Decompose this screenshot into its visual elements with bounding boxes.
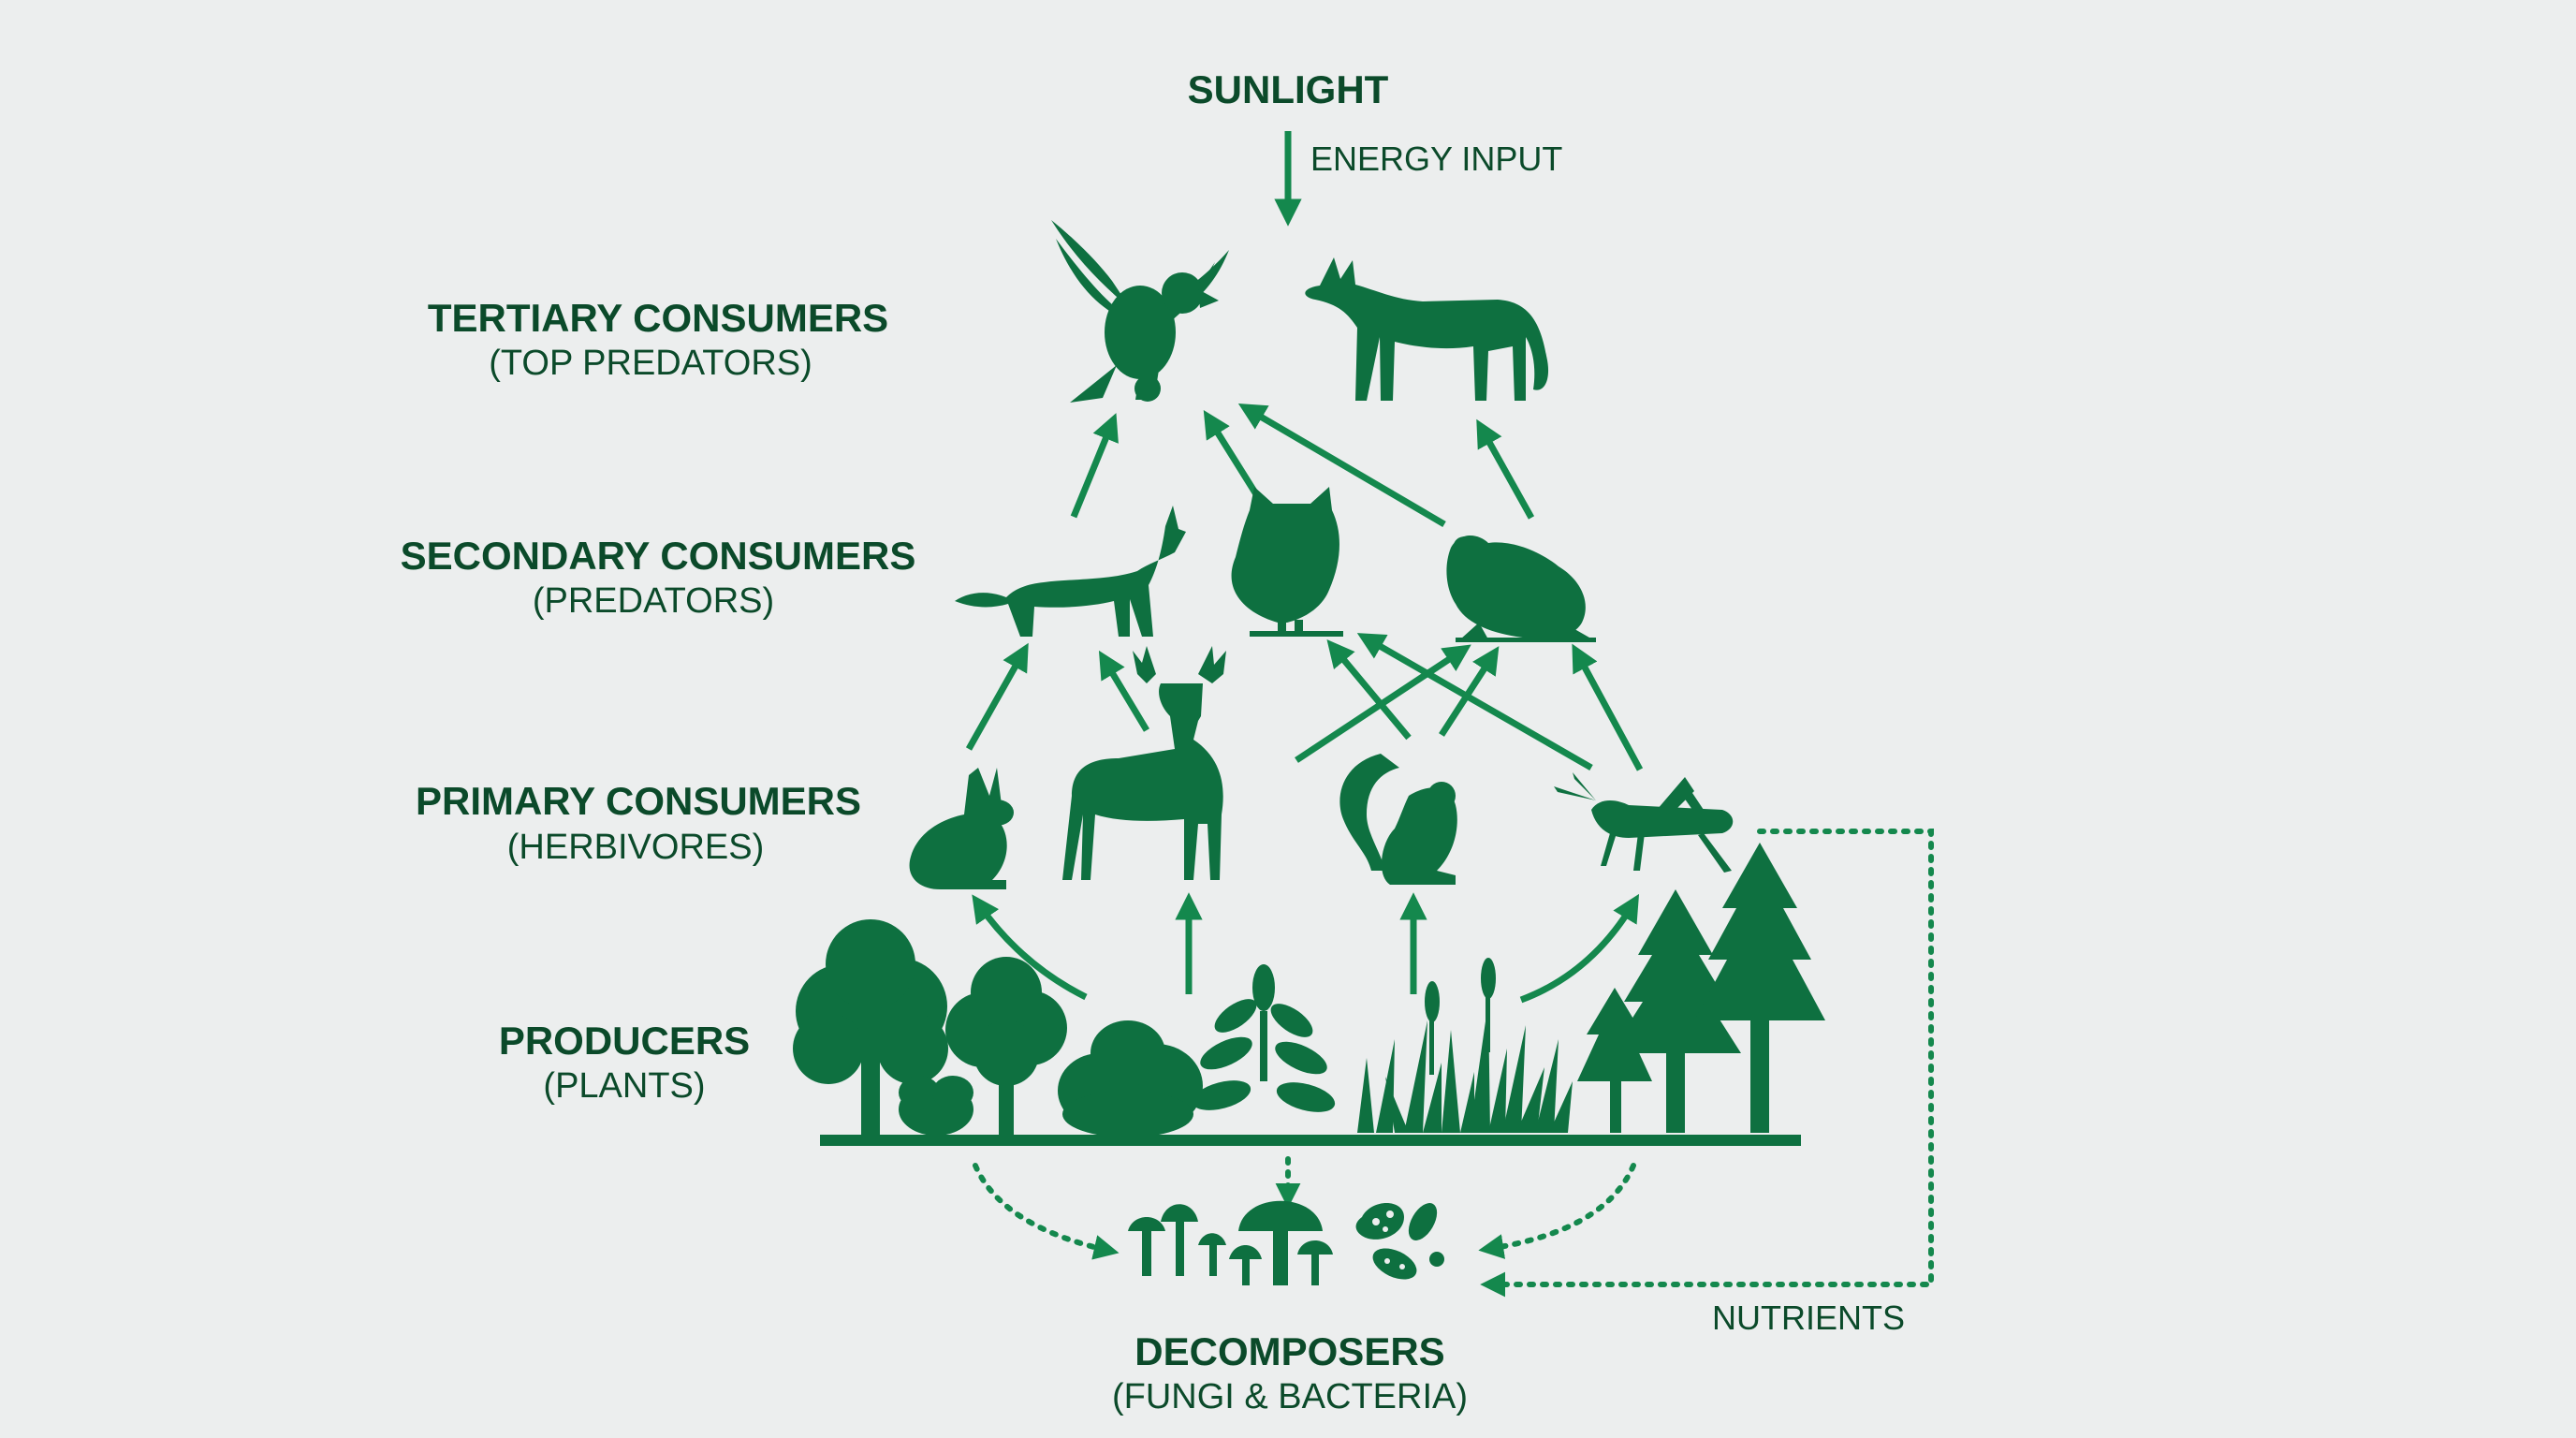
bush-icon bbox=[1058, 1020, 1203, 1137]
energy-flow-arrows bbox=[965, 131, 1644, 1004]
frog-to-wolf-arrow bbox=[1476, 418, 1535, 520]
fox-to-eagle-arrow bbox=[1070, 413, 1119, 519]
shrub-icon bbox=[899, 1076, 973, 1136]
level-labels: TERTIARY CONSUMERS (TOP PREDATORS) SECON… bbox=[401, 296, 916, 1106]
producers-title: PRODUCERS bbox=[499, 1019, 750, 1063]
secondary-subtitle: (PREDATORS) bbox=[533, 581, 774, 621]
deciduous-tree-small-icon bbox=[945, 957, 1067, 1142]
tertiary-subtitle: (TOP PREDATORS) bbox=[489, 344, 812, 383]
primary-subtitle: (HERBIVORES) bbox=[507, 828, 764, 867]
squirrel-icon bbox=[1339, 754, 1457, 885]
trees-to-bacteria-dotted bbox=[1478, 1163, 1636, 1259]
nutrients-label: NUTRIENTS bbox=[1712, 1299, 1905, 1337]
frog-to-eagle-arrow bbox=[1237, 404, 1446, 528]
mushroom-icon bbox=[1128, 1204, 1226, 1276]
eagle-icon bbox=[1051, 220, 1229, 403]
bacteria-icon bbox=[1355, 1203, 1444, 1280]
ground-line bbox=[820, 1135, 1801, 1146]
decomposers-title: DECOMPOSERS bbox=[1134, 1329, 1444, 1373]
plants-to-rabbit-arrow bbox=[972, 894, 1088, 1001]
primary-title: PRIMARY CONSUMERS bbox=[416, 779, 861, 823]
producers-to-fungi-dotted bbox=[973, 1163, 1120, 1260]
mushroom-group-icon bbox=[1229, 1200, 1333, 1285]
wolf-icon bbox=[1305, 257, 1549, 401]
pine-tree-icon bbox=[1577, 843, 1825, 1133]
grasshopper-icon bbox=[1554, 772, 1734, 873]
plants-to-grasshopper-arrow bbox=[1519, 893, 1640, 1004]
owl-to-eagle-arrow bbox=[1203, 410, 1259, 496]
rabbit-icon bbox=[909, 768, 1014, 889]
grass-icon bbox=[1357, 958, 1573, 1133]
tertiary-title: TERTIARY CONSUMERS bbox=[428, 296, 888, 340]
deer-icon bbox=[1062, 646, 1226, 880]
squirrel-to-owl-arrow bbox=[1326, 638, 1412, 741]
fern-icon bbox=[1192, 964, 1336, 1112]
deer-to-fox-arrow bbox=[1098, 650, 1150, 732]
owl-icon bbox=[1231, 487, 1343, 637]
frog-icon bbox=[1446, 535, 1596, 642]
producers-subtitle: (PLANTS) bbox=[543, 1066, 705, 1106]
fox-icon bbox=[955, 506, 1186, 637]
decomposers-subtitle: (FUNGI & BACTERIA) bbox=[1112, 1377, 1468, 1416]
grasshopper-to-owl-arrow bbox=[1356, 633, 1593, 771]
decomposer-labels: DECOMPOSERS (FUNGI & BACTERIA) bbox=[1112, 1329, 1468, 1416]
nutrient-flow-arrows bbox=[973, 829, 1934, 1298]
grasshopper-to-bacteria-dotted bbox=[1480, 829, 1934, 1298]
sunlight-title: SUNLIGHT bbox=[1188, 67, 1389, 111]
rabbit-to-fox-arrow bbox=[965, 642, 1029, 751]
energy-input-label: ENERGY INPUT bbox=[1310, 139, 1562, 178]
grasshopper-to-frog-arrow bbox=[1572, 643, 1644, 771]
sunlight-label-group: SUNLIGHT ENERGY INPUT bbox=[1188, 67, 1563, 178]
secondary-title: SECONDARY CONSUMERS bbox=[401, 534, 916, 578]
deciduous-tree-icon bbox=[793, 919, 948, 1137]
